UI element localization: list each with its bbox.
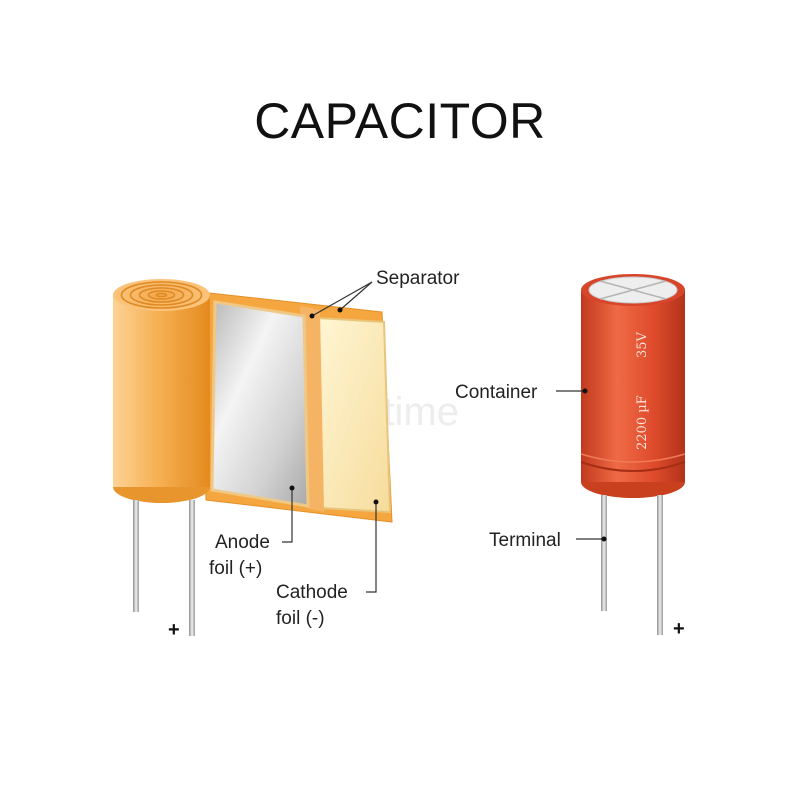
cathode-label-line2: foil (-)	[276, 608, 325, 629]
can-crimp-line	[580, 461, 686, 472]
left-lead-1	[133, 500, 139, 612]
left-lead-2	[189, 500, 195, 636]
vent-cross-icon	[599, 280, 667, 300]
cathode-label-line1: Cathode	[276, 582, 348, 603]
separator-label: Separator	[376, 268, 460, 289]
callout-dots-right	[582, 388, 607, 542]
anode-label-line2: foil (+)	[209, 558, 262, 579]
callout-lines-left	[282, 281, 377, 593]
anode-label-line1: Anode	[215, 532, 270, 553]
right-plus-sign: +	[673, 618, 685, 640]
callout-dots-left	[289, 307, 379, 505]
right-lead-1	[601, 495, 607, 611]
terminal-label: Terminal	[489, 530, 561, 551]
callout-lines-right	[556, 390, 604, 540]
capacitance-marking: 2200 µF	[635, 395, 650, 450]
right-lead-2	[657, 495, 663, 635]
capacitor-can-body	[581, 290, 685, 482]
container-label: Container	[455, 382, 538, 403]
separator-sheet-rear	[316, 316, 392, 514]
roll-spiral-icon	[120, 281, 203, 309]
capacitor-roll-top	[113, 279, 210, 311]
left-plus-sign: +	[168, 619, 180, 641]
voltage-marking: 35V	[635, 331, 650, 358]
anode-foil	[210, 300, 310, 508]
capacitor-roll-body	[113, 295, 210, 487]
diagram-title: CAPACITOR	[254, 93, 546, 149]
